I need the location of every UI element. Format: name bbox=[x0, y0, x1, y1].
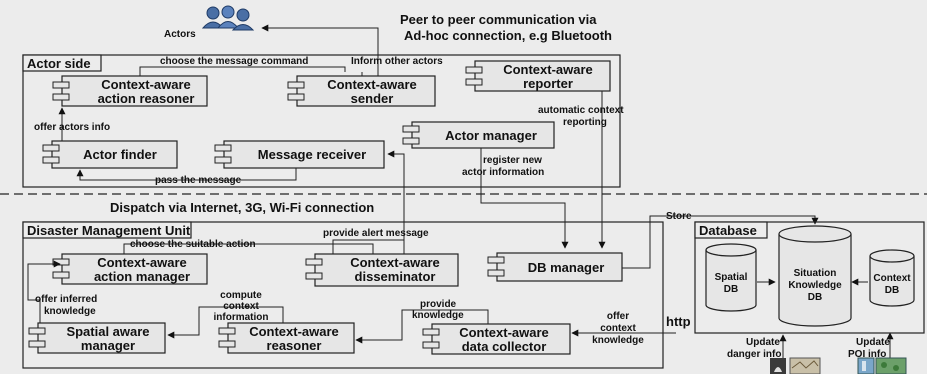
svg-text:action manager: action manager bbox=[94, 269, 190, 284]
dmu-title: Disaster Management Unit bbox=[27, 223, 191, 238]
label-update-danger-2: danger info bbox=[727, 349, 781, 360]
component-spatial-manager: Spatial aware manager bbox=[28, 322, 166, 354]
component-reasoner: Context-aware reasoner bbox=[218, 322, 355, 354]
svg-text:action reasoner: action reasoner bbox=[98, 91, 195, 106]
svg-text:DB manager: DB manager bbox=[528, 260, 605, 275]
component-db-manager: DB manager bbox=[487, 252, 623, 282]
label-register-2: actor information bbox=[462, 167, 544, 178]
label-pass-message: pass the message bbox=[155, 175, 242, 186]
p2p-label-line2: Ad-hoc connection, e.g Bluetooth bbox=[404, 28, 612, 43]
label-choose-action: choose the suitable action bbox=[130, 239, 256, 250]
svg-text:Spatial aware: Spatial aware bbox=[66, 324, 149, 339]
component-sender: Context-aware sender bbox=[287, 75, 436, 107]
label-inferred-2: knowledge bbox=[44, 306, 96, 317]
label-register-1: register new bbox=[483, 155, 542, 166]
label-provide-1: provide bbox=[420, 299, 457, 310]
svg-text:sender: sender bbox=[351, 91, 394, 106]
situation-knowledge-db-cylinder: Situation Knowledge DB bbox=[778, 225, 852, 327]
label-compute-2: context bbox=[223, 301, 259, 312]
dmu-frame: Disaster Management Unit bbox=[22, 221, 664, 369]
label-compute-3: information bbox=[214, 312, 269, 323]
component-disseminator: Context-aware disseminator bbox=[305, 253, 459, 287]
connectors-dmu bbox=[27, 215, 894, 373]
label-auto-report-2: reporting bbox=[563, 117, 607, 128]
svg-text:Knowledge: Knowledge bbox=[788, 280, 842, 291]
svg-text:reasoner: reasoner bbox=[267, 338, 322, 353]
svg-text:Situation: Situation bbox=[794, 268, 837, 279]
component-actor-finder: Actor finder bbox=[42, 140, 178, 169]
label-compute-1: compute bbox=[220, 290, 262, 301]
component-actor-manager: Actor manager bbox=[402, 121, 555, 149]
svg-text:manager: manager bbox=[81, 338, 135, 353]
label-inferred-1: offer inferred bbox=[35, 294, 97, 305]
label-alert: provide alert message bbox=[323, 228, 429, 239]
label-offer-actors-info: offer actors info bbox=[34, 122, 110, 133]
label-provide-2: knowledge bbox=[412, 310, 464, 321]
label-store: Store bbox=[666, 211, 692, 222]
component-action-reasoner: Context-aware action reasoner bbox=[52, 75, 208, 107]
spatial-db-cylinder: Spatial DB bbox=[705, 243, 757, 312]
svg-text:Context-aware: Context-aware bbox=[97, 255, 187, 270]
dispatch-label: Dispatch via Internet, 3G, Wi-Fi connect… bbox=[110, 200, 374, 215]
component-action-manager: Context-aware action manager bbox=[52, 253, 208, 285]
svg-text:Context-aware: Context-aware bbox=[459, 325, 549, 340]
svg-text:Message receiver: Message receiver bbox=[258, 147, 366, 162]
label-update-danger-1: Update bbox=[746, 337, 780, 348]
svg-text:Spatial: Spatial bbox=[715, 272, 748, 283]
http-label: http bbox=[666, 314, 691, 329]
label-offer-1: offer bbox=[607, 311, 629, 322]
svg-text:Context-aware: Context-aware bbox=[327, 77, 417, 92]
database-title: Database bbox=[699, 223, 757, 238]
svg-text:Context: Context bbox=[873, 273, 911, 284]
svg-text:disseminator: disseminator bbox=[355, 269, 436, 284]
label-auto-report-1: automatic context bbox=[538, 105, 624, 116]
svg-text:DB: DB bbox=[885, 285, 899, 296]
label-offer-3: knowledge bbox=[592, 335, 644, 346]
label-choose-command: choose the message command bbox=[160, 56, 308, 67]
svg-text:data collector: data collector bbox=[462, 339, 547, 354]
svg-text:Actor finder: Actor finder bbox=[83, 147, 157, 162]
danger-map-icon bbox=[770, 357, 821, 374]
component-data-collector: Context-aware data collector bbox=[422, 323, 571, 355]
actors-icon bbox=[201, 5, 255, 31]
svg-text:Context-aware: Context-aware bbox=[101, 77, 191, 92]
label-update-poi-2: POI info bbox=[848, 349, 886, 360]
label-inform-actors: Inform other actors bbox=[351, 56, 443, 67]
svg-text:DB: DB bbox=[724, 284, 738, 295]
actors-label: Actors bbox=[164, 29, 196, 40]
component-reporter: Context-aware reporter bbox=[465, 60, 611, 92]
component-message-receiver: Message receiver bbox=[214, 140, 385, 169]
actor-side-title: Actor side bbox=[27, 56, 91, 71]
svg-text:Context-aware: Context-aware bbox=[249, 324, 339, 339]
svg-text:Context-aware: Context-aware bbox=[350, 255, 440, 270]
svg-text:reporter: reporter bbox=[523, 76, 573, 91]
context-db-cylinder: Context DB bbox=[869, 249, 915, 307]
label-update-poi-1: Update bbox=[856, 337, 890, 348]
label-offer-2: context bbox=[600, 323, 636, 334]
p2p-label-line1: Peer to peer communication via bbox=[400, 12, 597, 27]
poi-map-icon bbox=[857, 357, 907, 374]
svg-text:Actor manager: Actor manager bbox=[445, 128, 537, 143]
database-frame: Database bbox=[694, 221, 925, 334]
svg-text:Context-aware: Context-aware bbox=[503, 62, 593, 77]
actor-side-frame: Actor side bbox=[22, 54, 621, 188]
svg-text:DB: DB bbox=[808, 292, 822, 303]
